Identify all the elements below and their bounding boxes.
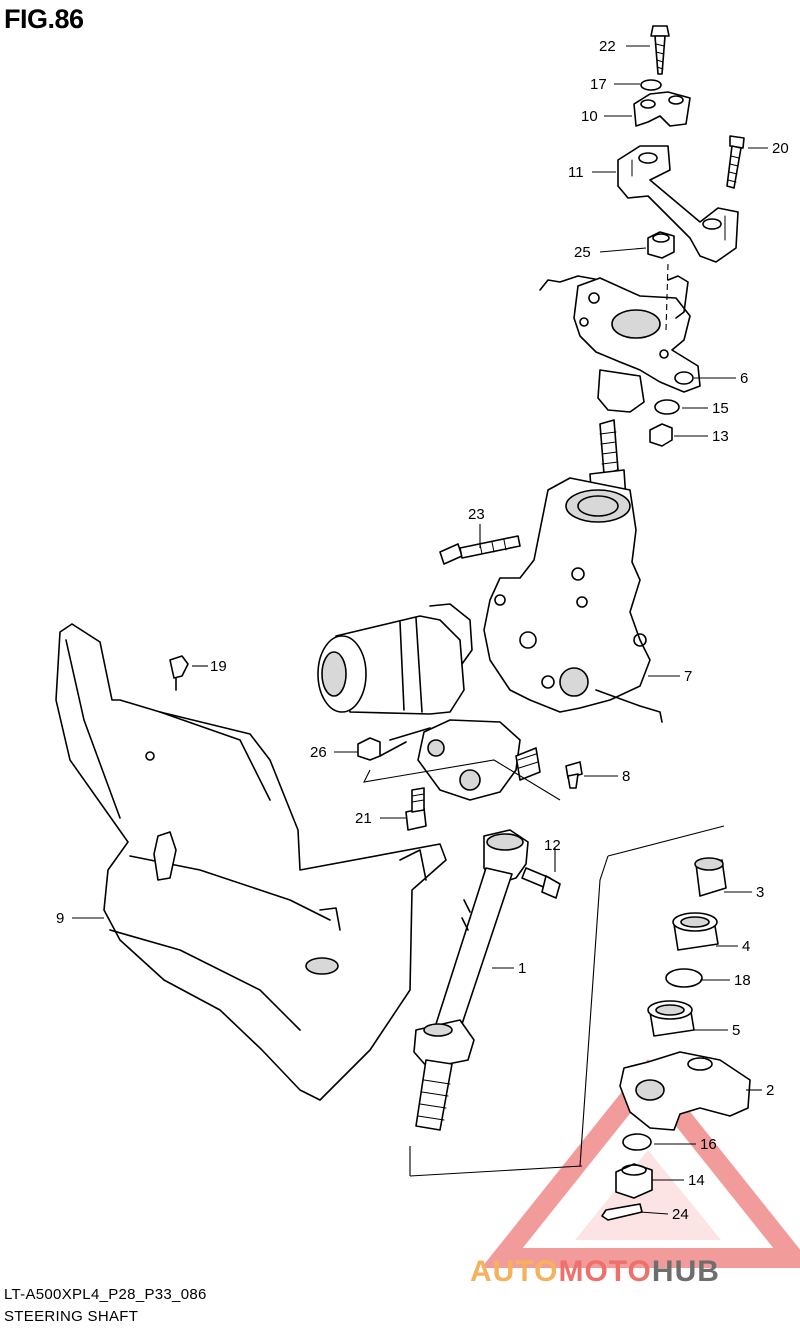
part-8-bolt: [565, 761, 583, 789]
part-15-washer: [654, 399, 680, 415]
callout-9: 9: [56, 910, 64, 927]
watermark-logo: AUTOMOTOHUB: [470, 1255, 720, 1289]
watermark-auto: AUTO: [470, 1255, 559, 1288]
figure-caption: STEERING SHAFT: [4, 1308, 139, 1325]
part-6-stem-bracket: [539, 263, 701, 413]
callout-6: 6: [740, 370, 748, 387]
watermark-moto: MOTO: [558, 1255, 652, 1288]
watermark-hub: HUB: [651, 1255, 720, 1288]
callout-12: 12: [544, 837, 561, 854]
part-7-power-steering-unit: [317, 419, 663, 801]
callout-16: 16: [700, 1136, 717, 1153]
callout-17: 17: [590, 76, 607, 93]
callout-13: 13: [712, 428, 729, 445]
part-10-upper-clamp: [633, 91, 691, 127]
part-1-steering-shaft: [409, 825, 725, 1177]
callout-21: 21: [355, 810, 372, 827]
part-4-bearing: [672, 912, 719, 951]
part-3-collar: [694, 857, 727, 897]
part-13-nut: [649, 423, 673, 447]
part-19-clip: [169, 655, 189, 691]
part-17-washer: [640, 79, 662, 91]
part-16-washer: [622, 1133, 652, 1151]
callout-10: 10: [581, 108, 598, 125]
callout-5: 5: [732, 1022, 740, 1039]
part-26-nut: [357, 737, 381, 761]
callout-22: 22: [599, 38, 616, 55]
callout-15: 15: [712, 400, 729, 417]
part-14-nut: [615, 1163, 653, 1199]
callout-7: 7: [684, 668, 692, 685]
callout-23: 23: [468, 506, 485, 523]
callout-4: 4: [742, 938, 750, 955]
figure-code: LT-A500XPL4_P28_P33_086: [4, 1286, 207, 1303]
part-2-steering-arm: [619, 1051, 751, 1131]
part-9-cover: [55, 623, 447, 1101]
callout-24: 24: [672, 1206, 689, 1223]
part-21-bolt: [405, 787, 427, 831]
callout-8: 8: [622, 768, 630, 785]
callout-2: 2: [766, 1082, 774, 1099]
callout-11: 11: [568, 164, 584, 181]
callout-19: 19: [210, 658, 227, 675]
part-23-bolt: [439, 535, 521, 565]
part-25-nut: [647, 231, 675, 259]
callout-leaders: [72, 45, 768, 1215]
callout-20: 20: [772, 140, 789, 157]
part-11-handlebar-holder: [617, 145, 739, 263]
part-20-bolt: [726, 135, 745, 189]
figure-title: FIG.86: [4, 4, 84, 34]
part-22-bolt: [650, 25, 670, 75]
part-12-bolt: [521, 867, 561, 899]
part-5-bearing: [647, 1000, 695, 1037]
callout-18: 18: [734, 972, 751, 989]
callout-26: 26: [310, 744, 327, 761]
callout-3: 3: [756, 884, 764, 901]
callout-14: 14: [688, 1172, 705, 1189]
callout-1: 1: [518, 960, 526, 977]
part-24-cotter-pin: [601, 1203, 643, 1221]
part-18-o-ring: [665, 968, 703, 988]
callout-25: 25: [574, 244, 591, 261]
